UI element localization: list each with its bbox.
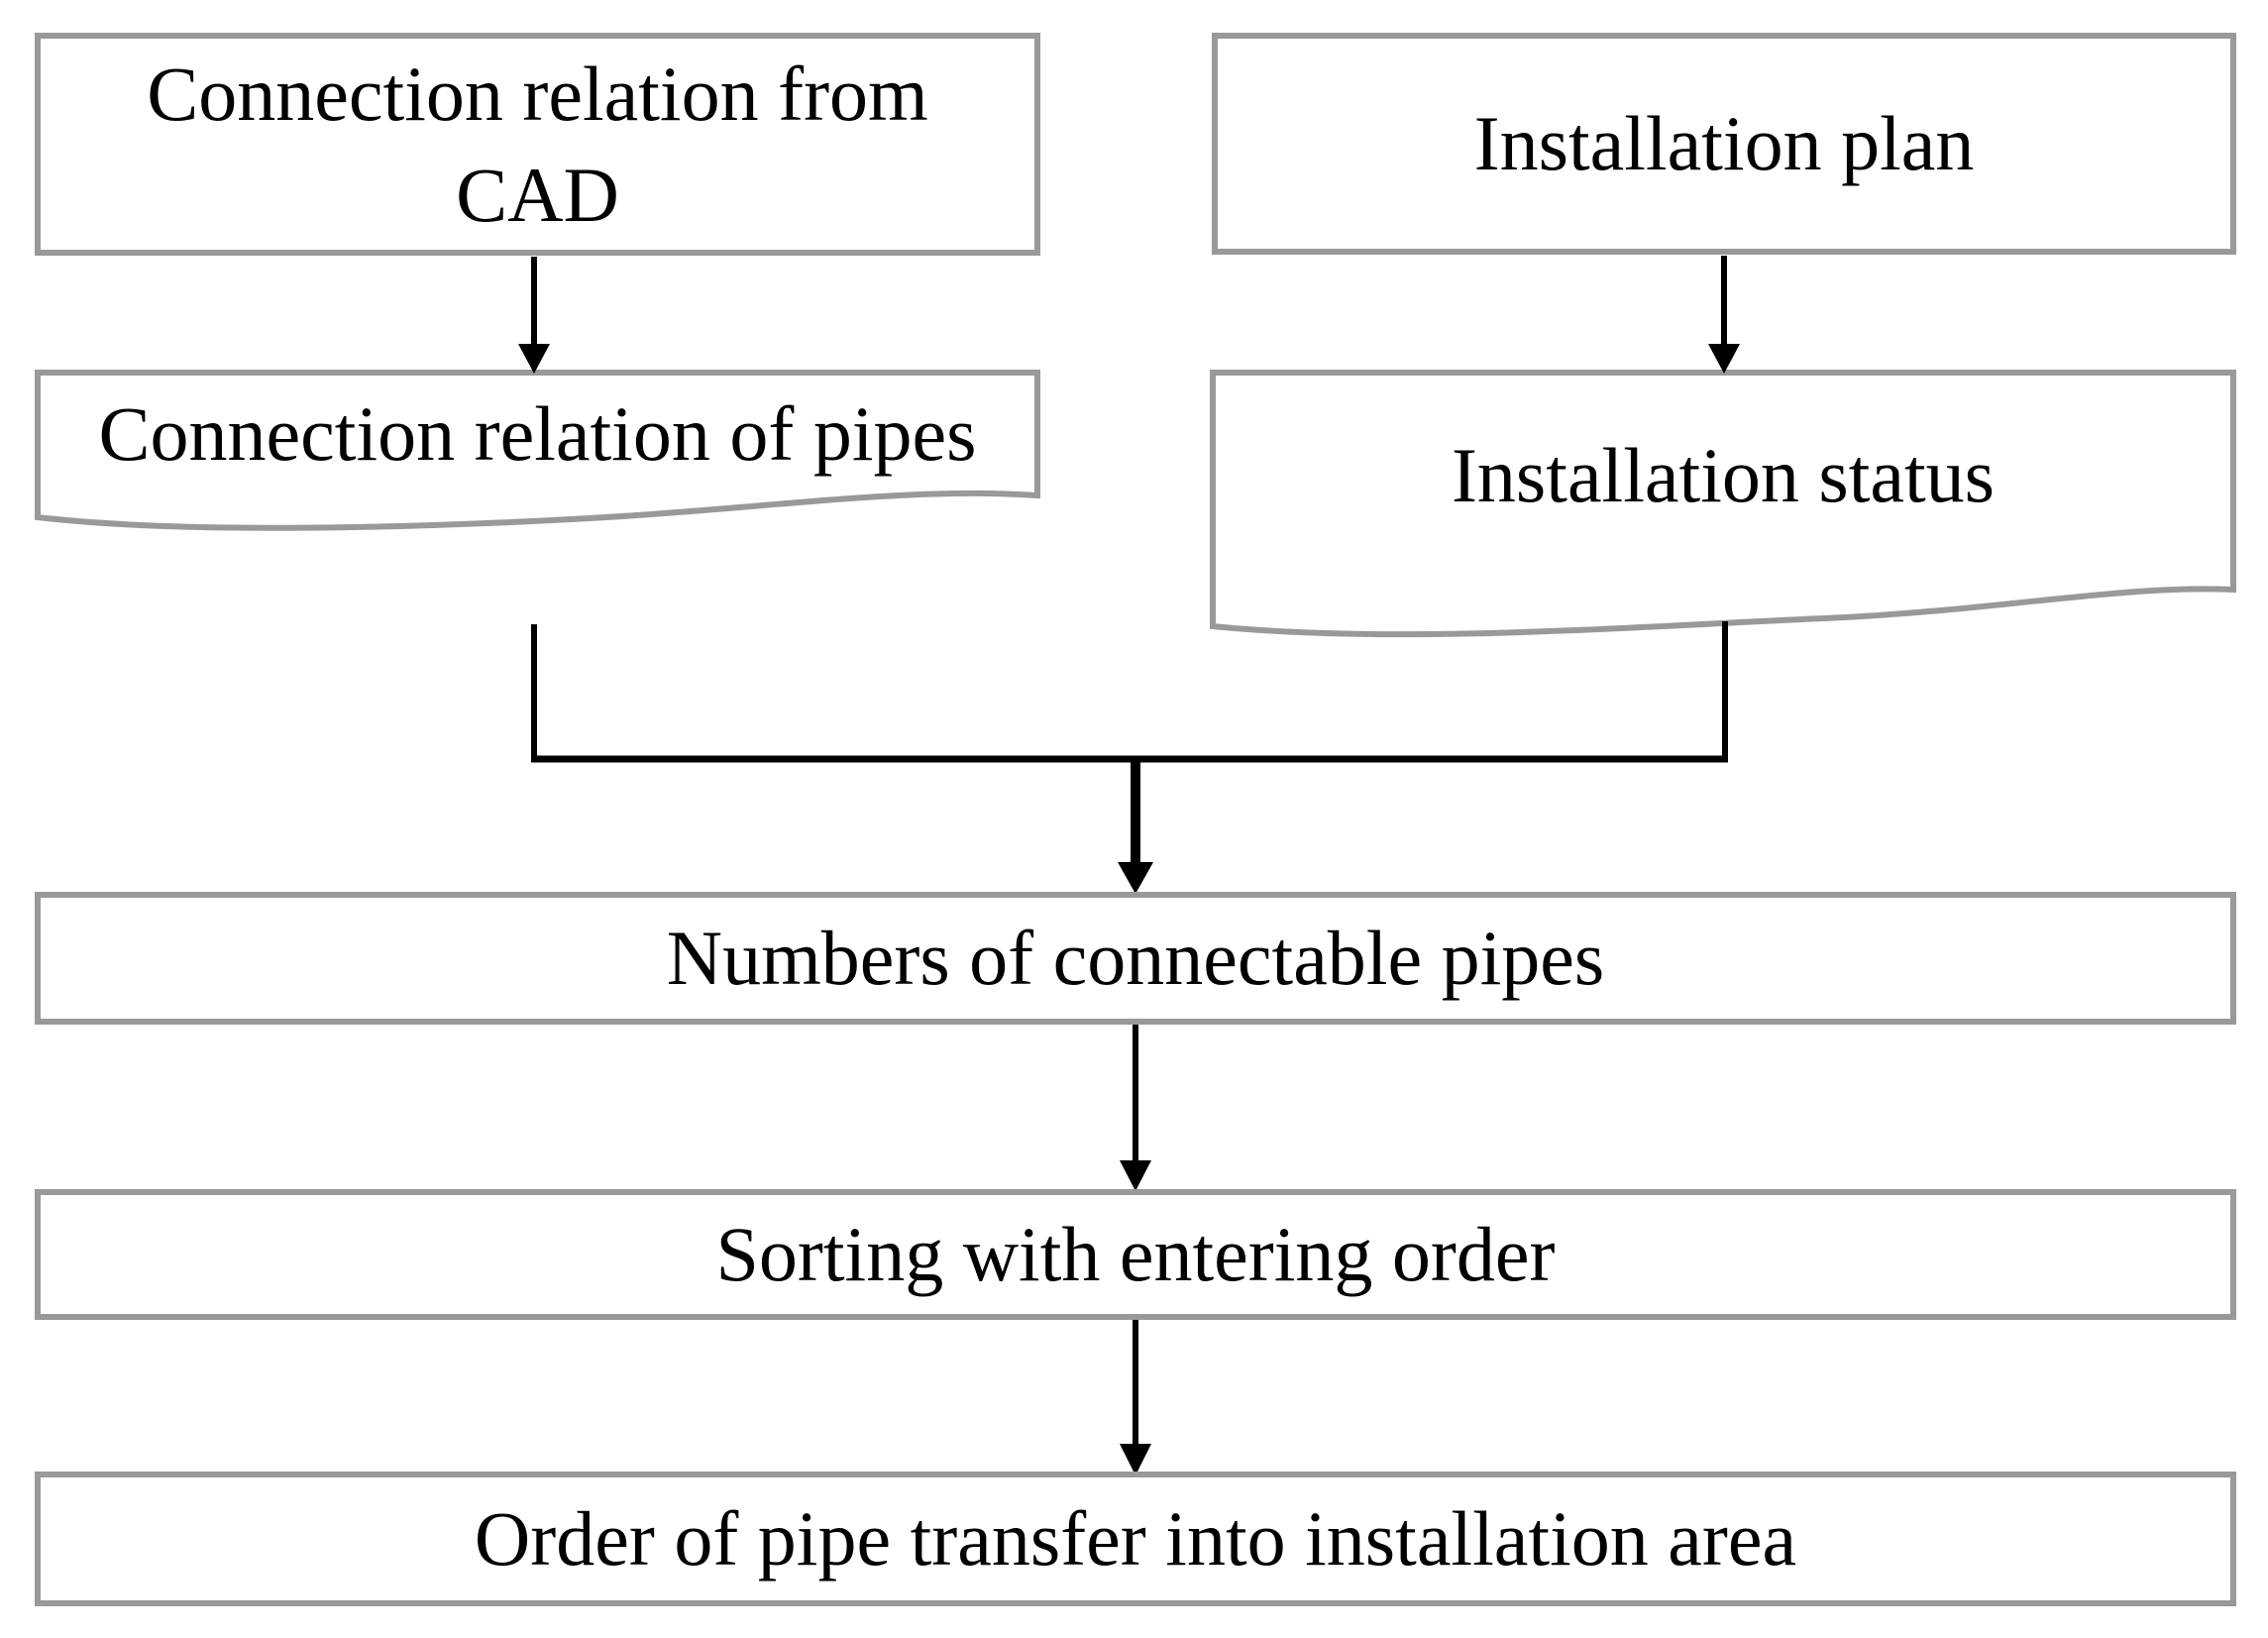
node-connection-relation-of-pipes: Connection relation of pipes <box>35 370 1040 498</box>
node-numbers-of-connectable-pipes: Numbers of connectable pipes <box>35 892 2236 1025</box>
arrow-numbers-to-sorting <box>1120 1025 1151 1191</box>
node-installation-status: Installation status <box>1210 370 2236 582</box>
node-label: Numbers of connectable pipes <box>666 915 1605 1002</box>
node-installation-plan: Installation plan <box>1212 33 2236 255</box>
node-label: Connection relation of pipes <box>98 390 977 478</box>
arrow-cad-to-pipes <box>518 257 550 374</box>
node-order-of-pipe-transfer: Order of pipe transfer into installation… <box>35 1472 2236 1606</box>
arrow-plan-to-status <box>1708 256 1740 374</box>
node-label: Sorting with entering order <box>715 1211 1556 1298</box>
node-label: Order of pipe transfer into installation… <box>474 1495 1797 1583</box>
document-shape-connection-relation-of-pipes <box>35 370 1040 531</box>
document-shape-installation-status <box>1210 370 2236 638</box>
arrow-sorting-to-order <box>1120 1320 1151 1475</box>
merge-elbow-connector <box>531 621 1728 763</box>
node-sorting-with-entering-order: Sorting with entering order <box>35 1189 2236 1320</box>
node-label: Installation status <box>1451 432 1996 519</box>
node-label: Installation plan <box>1473 100 1975 187</box>
node-label: Connection relation from CAD <box>147 51 928 238</box>
thick-arrow-to-numbers <box>1118 762 1153 894</box>
node-connection-relation-from-cad: Connection relation from CAD <box>35 33 1040 256</box>
